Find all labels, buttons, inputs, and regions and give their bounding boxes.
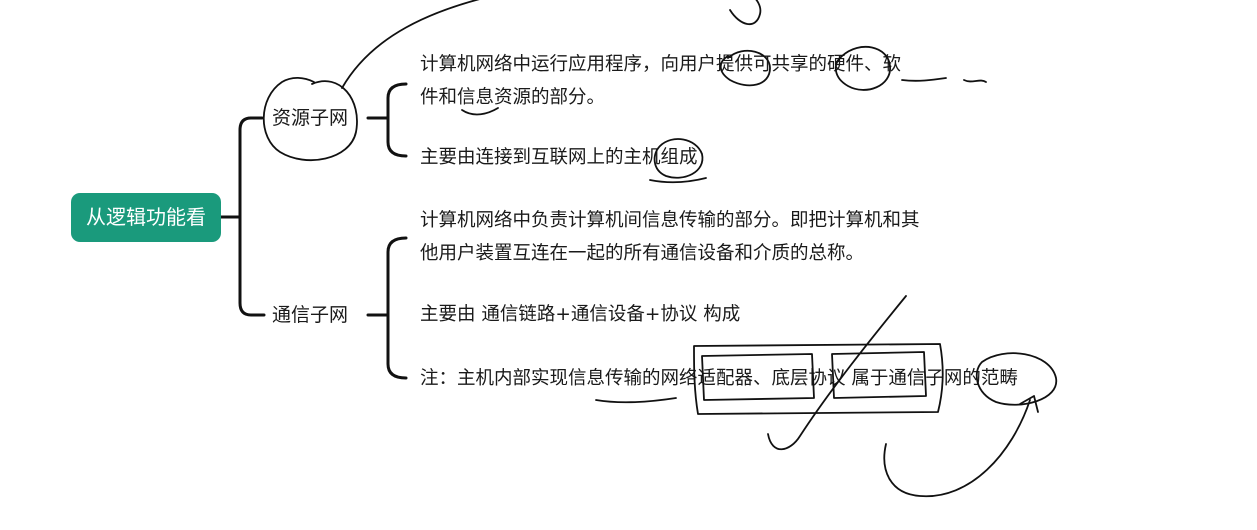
resource-subnet-composition: 主要由连接到互联网上的主机组成 (420, 141, 698, 174)
ink-box-adapter (701, 353, 815, 401)
ink-circle-share (834, 46, 891, 91)
branch-label: 资源子网 (272, 107, 349, 129)
branch-1-bracket (386, 82, 408, 158)
note-line: 主要由连接到互联网上的主机组成 (420, 147, 698, 168)
resource-subnet-definition: 计算机网络中运行应用程序，向用户提供可共享的硬件、软 件和信息资源的部分。 (420, 48, 901, 114)
ink-underline-host (649, 177, 707, 184)
root-label: 从逻辑功能看 (86, 205, 206, 229)
ink-circle-user (719, 49, 771, 87)
note-line: 计算机网络中运行应用程序，向用户提供可共享的硬件、软 (420, 54, 902, 75)
note-line: 件和信息资源的部分。 (420, 87, 606, 108)
ink-underline-transfer (595, 397, 677, 404)
ink-circle-resource-subnet (262, 76, 358, 162)
branch-2-bracket (386, 236, 408, 380)
branch-communication-subnet[interactable]: 通信子网 (272, 300, 348, 330)
note-line: 他用户装置互连在一起的所有通信设备和介质的总称。 (420, 243, 865, 264)
note-line: 主要由 通信链路+通信设备+协议 构成 (420, 304, 741, 325)
ink-circle-comm-subnet (975, 352, 1057, 406)
ink-strike-line (767, 295, 907, 451)
ink-box-protocol (831, 351, 927, 399)
ink-circle-host (653, 138, 704, 179)
branch-label: 通信子网 (272, 304, 349, 326)
ink-arc-top (341, 0, 480, 89)
ink-arrow-loop (883, 399, 1031, 498)
ink-squiggle-software (963, 79, 987, 83)
ink-outer-box (693, 343, 944, 415)
communication-subnet-composition: 主要由 通信链路+通信设备+协议 构成 (420, 298, 740, 331)
ink-arrow-head (1019, 395, 1039, 413)
ink-underline-info (461, 107, 499, 116)
branch-resource-subnet[interactable]: 资源子网 (272, 103, 348, 133)
root-trunk (238, 116, 266, 317)
root-node[interactable]: 从逻辑功能看 (71, 193, 221, 242)
communication-subnet-note: 注：主机内部实现信息传输的网络适配器、底层协议 属于通信子网的范畴 (420, 362, 1018, 395)
communication-subnet-definition: 计算机网络中负责计算机间信息传输的部分。即把计算机和其 他用户装置互连在一起的所… (420, 204, 920, 270)
note-line: 注：主机内部实现信息传输的网络适配器、底层协议 属于通信子网的范畴 (420, 368, 1018, 389)
note-line: 计算机网络中负责计算机间信息传输的部分。即把计算机和其 (420, 210, 920, 231)
ink-underline-hardware (901, 77, 947, 82)
ink-scribble-top (729, 0, 762, 25)
